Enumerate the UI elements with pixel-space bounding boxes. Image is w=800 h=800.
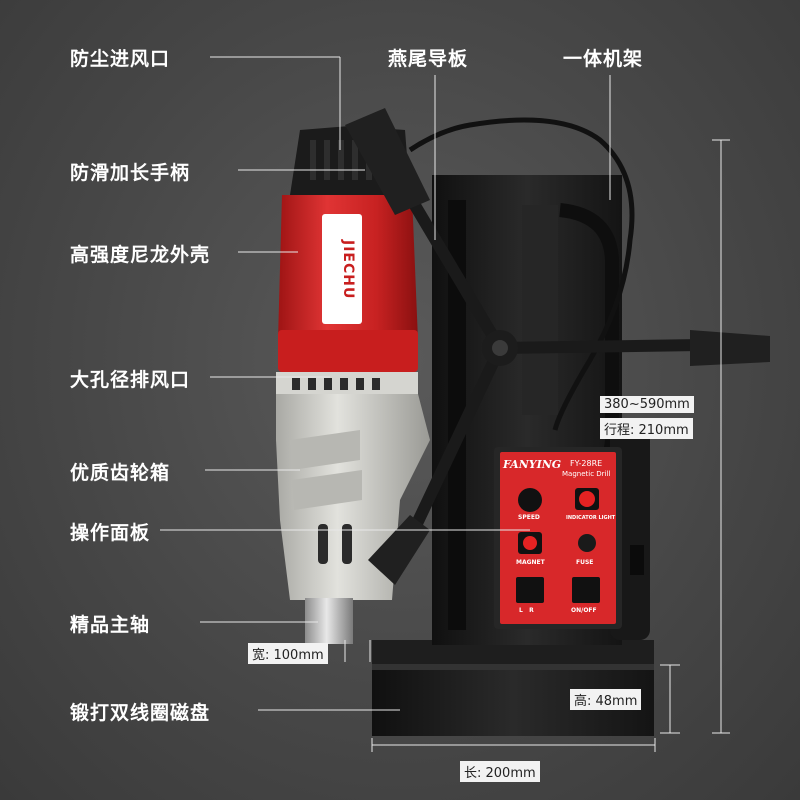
panel-speed: SPEED: [518, 514, 540, 521]
dim-magnet-height: 高: 48mm: [570, 689, 642, 710]
label-dovetail: 燕尾导板: [388, 48, 469, 70]
spindle: [305, 598, 353, 644]
panel-brand: FANYING: [503, 458, 562, 471]
label-gearbox: 优质齿轮箱: [70, 462, 171, 484]
dim-width: 宽: 100mm: [248, 643, 328, 664]
label-frame: 一体机架: [563, 48, 644, 70]
leader-lines: [160, 56, 730, 752]
label-panel: 操作面板: [70, 522, 151, 544]
label-exhaust: 大孔径排风口: [70, 369, 191, 391]
label-dust-inlet: 防尘进风口: [70, 48, 171, 70]
label-handle: 防滑加长手柄: [70, 162, 191, 184]
panel-onoff: ON/OFF: [571, 607, 597, 614]
panel-lr: L R: [519, 607, 534, 614]
panel-magnet: MAGNET: [516, 559, 545, 566]
panel-indicator: INDICATOR LIGHT: [566, 515, 616, 521]
magnet-base: [372, 640, 654, 736]
dim-height-range: 380~590mm: [600, 396, 694, 413]
gearbox: [276, 394, 430, 600]
motor-housing: [276, 126, 418, 394]
power-cable: [408, 117, 635, 431]
dim-stroke: 行程: 210mm: [600, 418, 693, 439]
label-shell: 高强度尼龙外壳: [70, 244, 211, 266]
label-magnet: 锻打双线圈磁盘: [70, 702, 211, 724]
label-spindle: 精品主轴: [70, 614, 151, 636]
panel-fuse: FUSE: [576, 559, 594, 566]
control-panel: [494, 447, 622, 629]
panel-model: FY-28RE: [570, 459, 603, 468]
dim-length: 长: 200mm: [460, 761, 540, 782]
brand-logo: JIECHU: [340, 240, 356, 300]
panel-subtitle: Magnetic Drill: [562, 470, 611, 478]
frame-column: [432, 175, 650, 645]
